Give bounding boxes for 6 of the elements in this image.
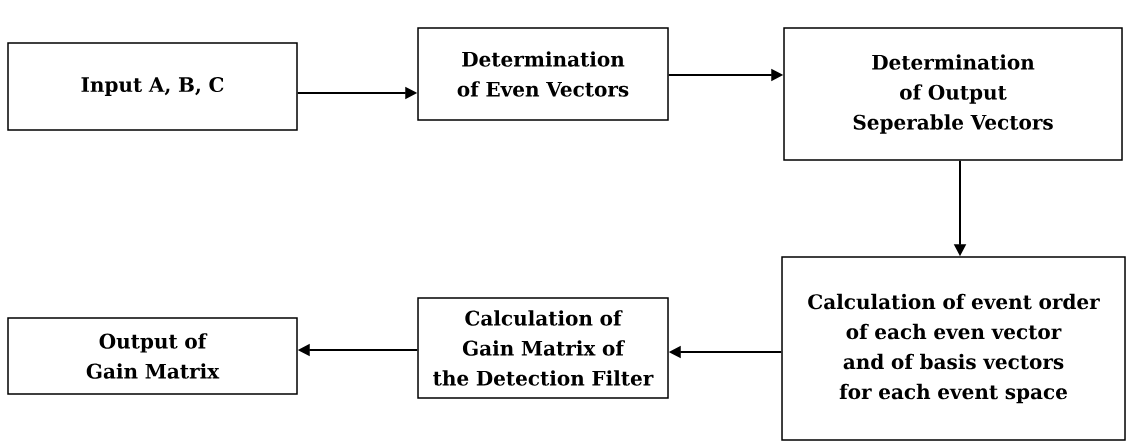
process-box: Input A, B, C (7, 42, 298, 131)
process-box: Calculation of Gain Matrix of the Detection Filter (417, 297, 669, 399)
process-box: Determination of Output Seperable Vectors (783, 27, 1123, 161)
process-box: Calculation of event order of each even vector and of basis vectors for each event space (781, 256, 1126, 441)
process-box: Output of Gain Matrix (7, 317, 298, 395)
process-box: Determination of Even Vectors (417, 27, 669, 121)
